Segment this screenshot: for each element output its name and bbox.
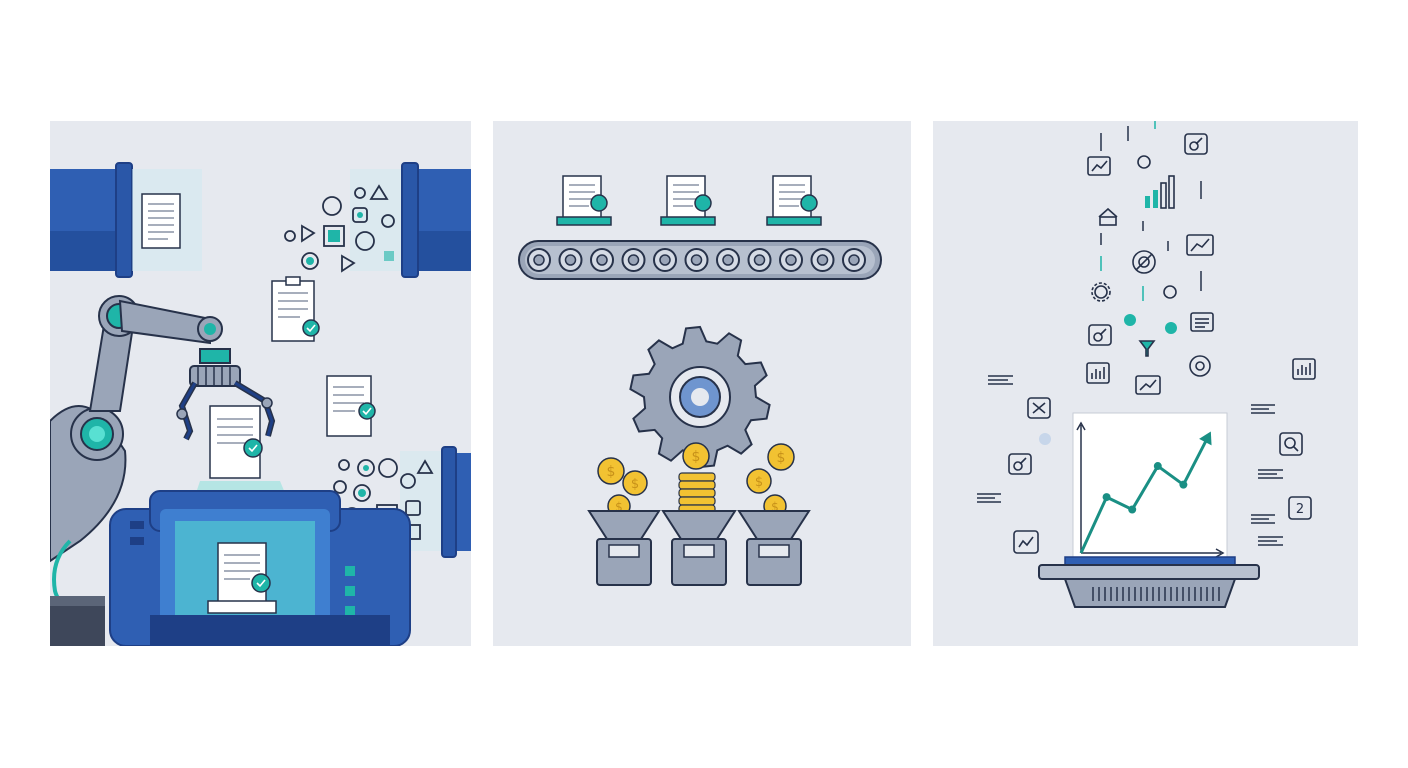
roller-hub bbox=[848, 254, 860, 266]
conveyor-rollers bbox=[527, 248, 866, 272]
roller-hub bbox=[753, 254, 766, 266]
svg-text:$: $ bbox=[631, 477, 639, 492]
coin-icon: $ bbox=[597, 457, 625, 485]
teal-dot bbox=[1124, 314, 1136, 326]
document-held bbox=[209, 405, 263, 479]
shape-icons-top bbox=[284, 184, 395, 273]
gear-icon bbox=[629, 325, 771, 469]
line-chart-icon bbox=[1135, 375, 1161, 395]
funnel-bin-1 bbox=[587, 510, 661, 586]
svg-text:$: $ bbox=[607, 464, 616, 480]
roller-hub bbox=[564, 254, 577, 266]
automation-scene bbox=[50, 121, 471, 646]
line-chart-icon bbox=[1087, 156, 1111, 176]
chart-point bbox=[1102, 493, 1111, 502]
bar-chart-icon bbox=[1145, 175, 1175, 209]
growth-line bbox=[1079, 434, 1211, 554]
tools-icon bbox=[1027, 397, 1051, 419]
target-icon bbox=[1189, 355, 1211, 377]
roller-hub bbox=[627, 254, 640, 266]
funnel-bin-3 bbox=[737, 510, 811, 586]
line-chart-icon bbox=[1186, 234, 1214, 256]
settings-icon bbox=[1091, 282, 1111, 302]
svg-text:$: $ bbox=[777, 450, 786, 466]
document-icon bbox=[141, 193, 181, 249]
output-pipe-top-right bbox=[350, 162, 471, 278]
roller-hub bbox=[722, 254, 734, 266]
dot-icon bbox=[1039, 433, 1051, 445]
robotic-arm bbox=[50, 295, 276, 613]
svg-text:$: $ bbox=[755, 475, 763, 490]
bar-chart-icon bbox=[1292, 358, 1316, 380]
y-axis-arrow bbox=[1076, 421, 1086, 431]
circle-icon bbox=[1137, 155, 1151, 169]
roller-hub bbox=[659, 254, 671, 266]
counter-badge-icon: 2 bbox=[1288, 496, 1312, 520]
text-line-glyphs bbox=[977, 375, 1283, 546]
coin-icon: $ bbox=[682, 442, 710, 470]
target-icon bbox=[1132, 250, 1156, 274]
gauge-icon bbox=[1008, 453, 1032, 475]
conveyor-document-2 bbox=[660, 175, 716, 226]
chart-board bbox=[1072, 412, 1228, 559]
filter-icon bbox=[1138, 340, 1156, 357]
funnel-bin-2 bbox=[661, 510, 737, 586]
data-icons: 2 bbox=[1008, 133, 1316, 554]
scanning-machine bbox=[50, 490, 411, 646]
coin-icon: $ bbox=[767, 443, 795, 471]
processed-document bbox=[207, 542, 277, 614]
gauge-icon bbox=[1088, 324, 1112, 346]
conveyor-panel: $ $ $ $ $ bbox=[493, 121, 911, 646]
automation-panel bbox=[50, 121, 471, 646]
svg-text:$: $ bbox=[615, 500, 623, 514]
roller-hub bbox=[596, 254, 608, 266]
chart-point bbox=[1179, 480, 1188, 489]
svg-text:$: $ bbox=[771, 500, 779, 514]
teal-dot bbox=[1165, 322, 1177, 334]
conveyor-scene: $ $ $ $ $ bbox=[493, 121, 911, 646]
growth-points bbox=[1102, 462, 1188, 514]
conveyor-document-3 bbox=[766, 175, 822, 226]
data-streams bbox=[1100, 121, 1202, 301]
roller-hub bbox=[785, 254, 797, 266]
coin-icon: $ bbox=[746, 468, 772, 494]
building-icon bbox=[1098, 207, 1118, 226]
analytics-panel: 2 bbox=[933, 121, 1358, 646]
stand-vents bbox=[1092, 587, 1220, 601]
chart-point bbox=[1128, 505, 1137, 514]
funnel-bins bbox=[587, 510, 811, 586]
floating-document-1 bbox=[271, 276, 320, 342]
coin-stack bbox=[678, 472, 716, 514]
growth-chart bbox=[1072, 412, 1228, 559]
search-icon bbox=[1279, 432, 1303, 456]
document-list-icon bbox=[1190, 312, 1214, 332]
gauge-icon bbox=[1184, 133, 1208, 155]
analytics-icon bbox=[1013, 530, 1039, 554]
bar-chart-icon bbox=[1086, 362, 1110, 384]
coin-icon: $ bbox=[622, 470, 648, 496]
floating-document-2 bbox=[326, 375, 376, 437]
circle-icon bbox=[1163, 285, 1177, 299]
svg-text:$: $ bbox=[692, 449, 701, 465]
roller-hub bbox=[816, 254, 829, 266]
chart-point bbox=[1153, 462, 1162, 471]
roller-hub bbox=[690, 254, 703, 266]
analytics-scene: 2 bbox=[933, 121, 1358, 646]
roller-hub bbox=[533, 254, 545, 266]
growth-arrow-head bbox=[1199, 431, 1212, 446]
x-axis-arrow bbox=[1215, 548, 1225, 558]
counter-badge-value: 2 bbox=[1296, 502, 1304, 517]
chart-stand bbox=[1038, 556, 1260, 608]
conveyor-document-1 bbox=[556, 175, 612, 226]
